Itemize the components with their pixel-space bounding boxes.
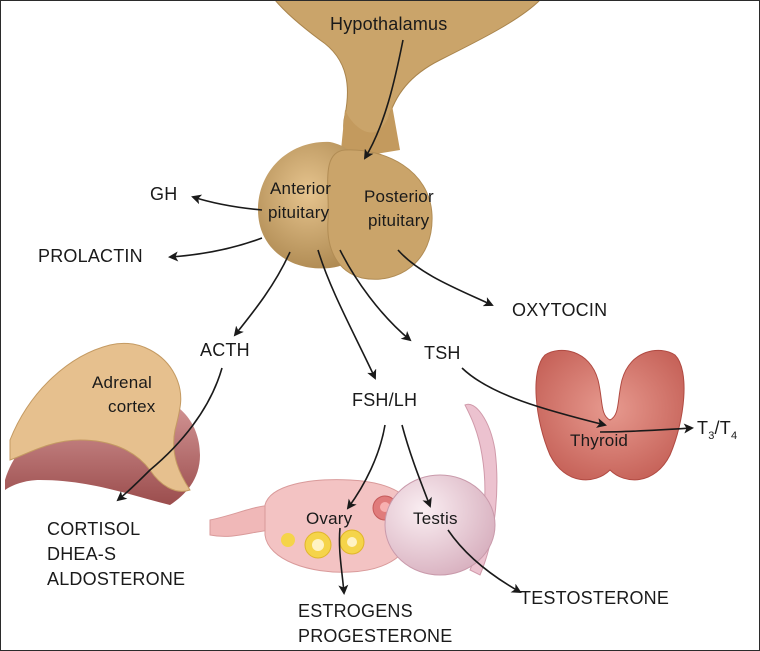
anterior-pituitary-label-line1: Anterior [270,179,332,198]
posterior-pituitary-label-line2: pituitary [368,211,430,230]
follicle-1-inner [312,539,324,551]
t3-t4-t: T [697,418,709,438]
arrow-tsh-to-thyroid [461,367,607,428]
aldosterone-label: ALDOSTERONE [47,569,186,589]
t3-t4-label: T3/T4 [697,417,737,442]
thyroid-label: Thyroid [570,431,629,450]
follicle-3 [281,533,295,547]
adrenal-cortex-shape [9,343,191,492]
estrogens-label: ESTROGENS [298,601,413,621]
arrow-testis-to-testosterone [447,529,522,593]
acth-label: ACTH [200,340,250,360]
arrow-ovary-to-estrogens [338,527,349,595]
gh-label: GH [150,184,178,204]
oxytocin-label: OXYTOCIN [512,300,608,320]
arrow-fshlh-to-ovary [346,424,386,510]
arrow-fshlh-to-testis [401,424,432,508]
posterior-pituitary-label-line1: Posterior [364,187,434,206]
arrow-to-fsh-lh [317,249,377,380]
arrow-thyroid-to-t3t4 [599,423,694,434]
t4-subscript: 4 [730,430,738,442]
tsh-label: TSH [424,343,461,363]
testis-shape [384,474,496,576]
prolactin-label: PROLACTIN [38,246,143,266]
pituitary-stalk-shape [340,105,400,160]
hypothalamus-label: Hypothalamus [330,14,448,34]
arrow-to-acth [233,251,291,337]
arrow-acth-to-cortisol [116,367,223,502]
adrenal-cortex-label-line2: cortex [108,397,156,416]
testosterone-label: TESTOSTERONE [520,588,670,608]
cortisol-label: CORTISOL [47,519,141,539]
t3-subscript: 3 [708,430,715,442]
dhea-s-label: DHEA-S [47,544,117,564]
arrow-to-tsh [339,249,412,342]
ovary-label: Ovary [306,509,353,528]
testis-label: Testis [413,509,458,528]
anterior-pituitary-label-line2: pituitary [268,203,330,222]
arrow-to-oxytocin [397,249,494,307]
arrow-hypothalamus-to-pituitary [363,39,404,160]
t3-t4-t2: T [719,418,731,438]
posterior-pituitary-shape [327,149,433,280]
t3-t4-slash: / [714,418,720,438]
follicle-2-inner [347,537,357,547]
adrenal-cortex-label-line1: Adrenal [92,373,152,392]
arrow-to-gh [191,194,263,211]
progesterone-label: PROGESTERONE [298,626,453,646]
thyroid-shape [535,349,685,481]
fsh-lh-label: FSH/LH [352,390,418,410]
arrow-to-prolactin [168,237,263,262]
